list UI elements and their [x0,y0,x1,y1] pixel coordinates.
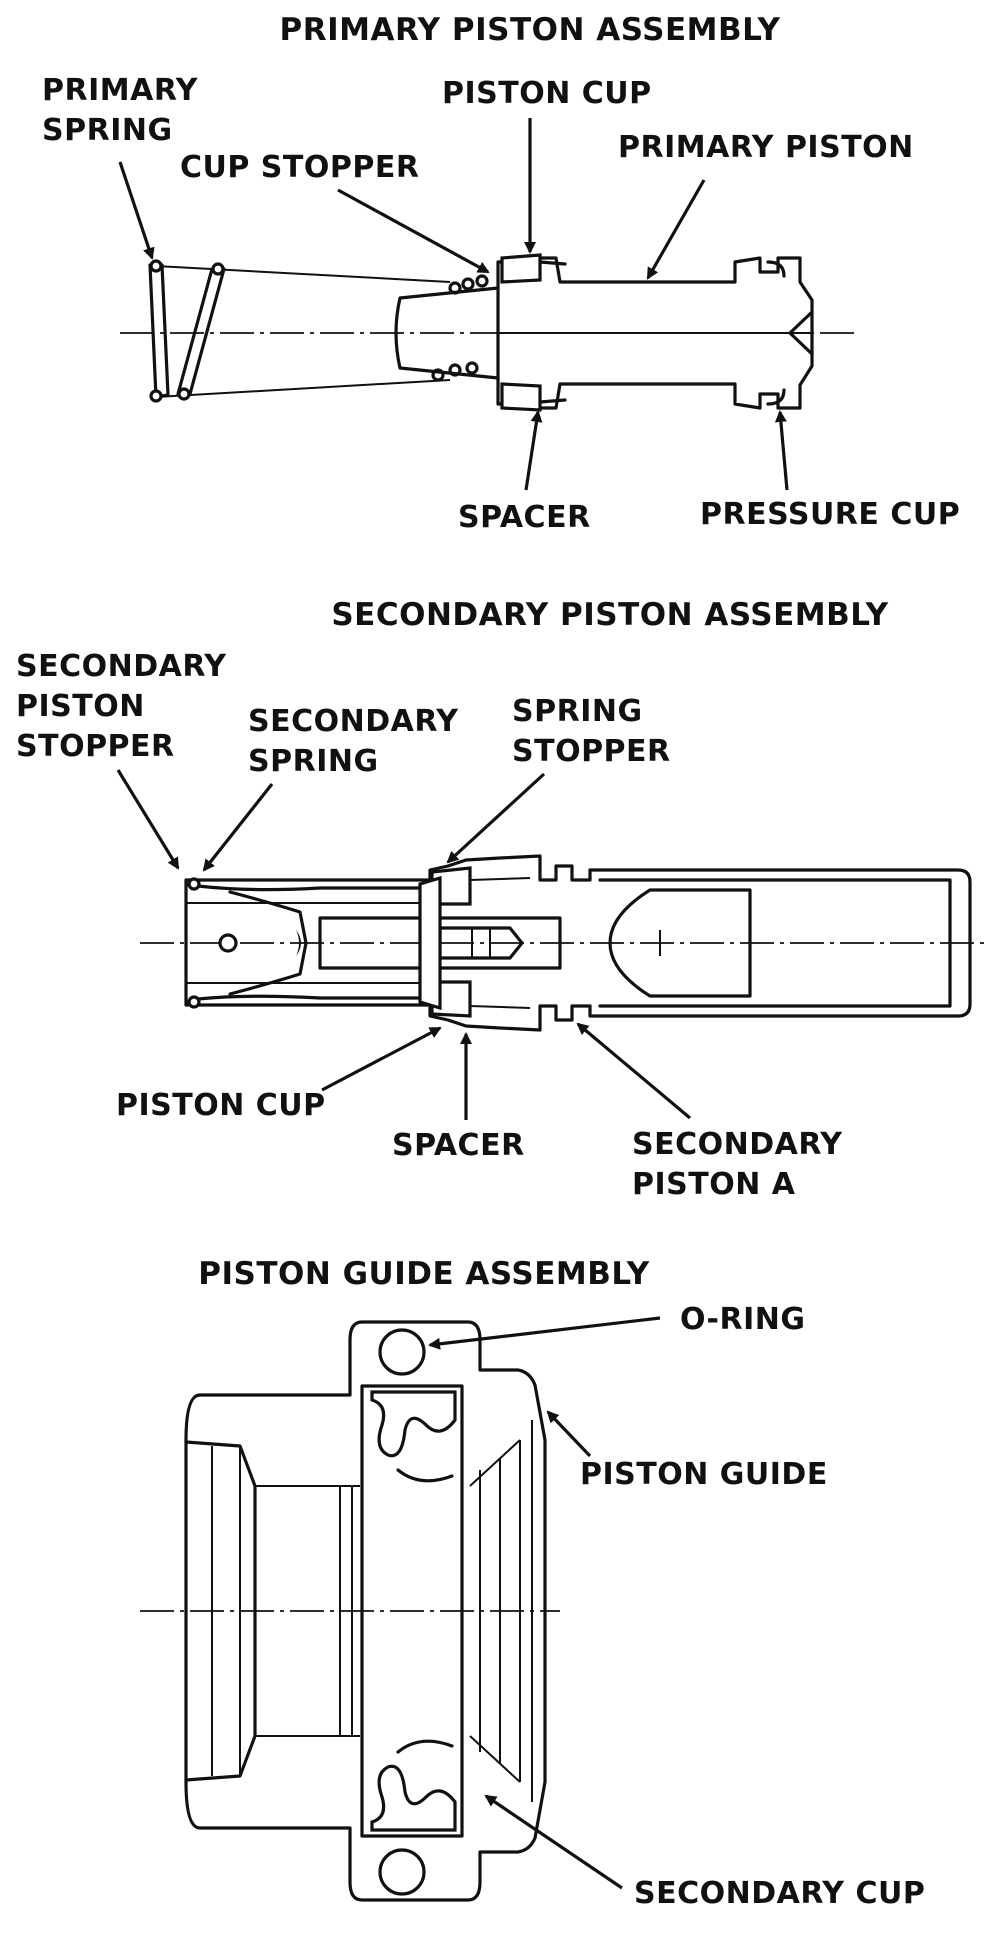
primary-piston-body [394,253,814,412]
leader-sec-piston-a [576,1022,692,1120]
label-spring-stopper-line1: SPRING [512,694,643,729]
leader-primary-spring [118,161,155,260]
o-ring-top [378,1328,426,1376]
secondary-piston-a-body [318,854,972,1032]
primary-piston-assembly: PRIMARY PISTON ASSEMBLY PRIMARY SPRING C… [42,12,960,535]
label-sec-piston-a-line2: PISTON A [632,1167,796,1202]
leader-primary-piston [646,179,706,280]
label-cup-stopper: CUP STOPPER [180,150,419,185]
label-primary-piston: PRIMARY PISTON [618,130,914,165]
label-primary-spring-line1: PRIMARY [42,73,199,108]
piston-guide-body [184,1320,547,1902]
guide-assembly-title: PISTON GUIDE ASSEMBLY [198,1256,650,1292]
secondary-assembly-title: SECONDARY PISTON ASSEMBLY [331,597,888,633]
label-o-ring: O-RING [680,1302,806,1337]
primary-assembly-title: PRIMARY PISTON ASSEMBLY [280,12,781,48]
leader-sec-spring [202,783,274,872]
label-sec-piston-stopper-line1: SECONDARY [16,649,227,684]
label-sec-spring-line1: SECONDARY [248,704,459,739]
leader-o-ring [428,1316,661,1350]
leader-sec-piston-stopper [116,769,180,870]
label-spring-stopper-line2: STOPPER [512,734,671,769]
primary-spring [148,259,489,403]
label-spacer-primary: SPACER [458,500,591,535]
leader-secondary-cup [484,1794,623,1890]
leader-piston-guide [546,1410,592,1458]
label-piston-cup-secondary: PISTON CUP [116,1088,326,1123]
label-piston-cup-primary: PISTON CUP [442,76,652,111]
secondary-piston-assembly: SECONDARY PISTON ASSEMBLY SECONDARY PIST… [16,597,990,1202]
leader-cup-stopper [337,188,490,274]
o-ring-bottom [378,1848,426,1896]
leader-pressure-cup [774,410,789,491]
label-spacer-secondary: SPACER [392,1128,525,1163]
label-sec-piston-stopper-line3: STOPPER [16,729,175,764]
piston-guide-assembly: PISTON GUIDE ASSEMBLY O-RING PISTON GUID… [140,1256,925,1911]
label-sec-spring-line2: SPRING [248,744,379,779]
label-secondary-cup: SECONDARY CUP [634,1876,925,1911]
secondary-cup-seal [370,1390,457,1832]
label-sec-piston-stopper-line2: PISTON [16,689,145,724]
leader-spacer-primary [524,410,543,491]
label-primary-spring-line2: SPRING [42,113,173,148]
label-pressure-cup: PRESSURE CUP [700,497,960,532]
leader-spring-stopper [446,772,546,864]
leader-piston-cup-secondary [321,1026,442,1092]
label-sec-piston-a-line1: SECONDARY [632,1127,843,1162]
label-piston-guide: PISTON GUIDE [580,1457,828,1492]
